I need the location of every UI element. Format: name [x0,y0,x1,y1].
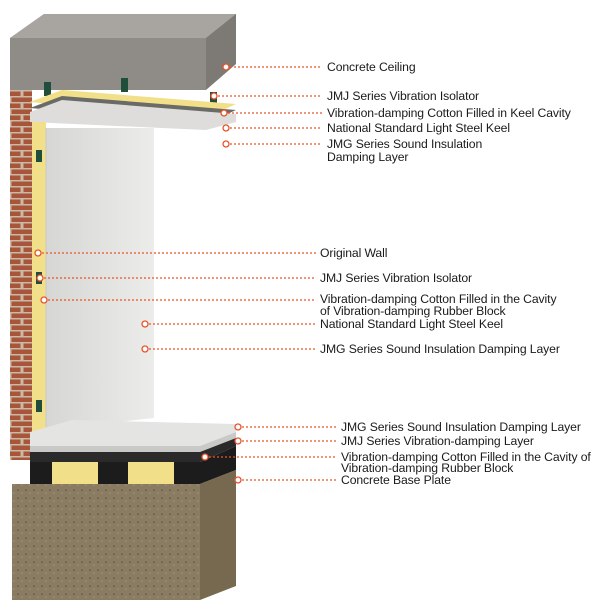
label-floor-cotton: Vibration-damping Cotton Filled in the C… [341,450,591,464]
label-wall-damping: JMG Series Sound Insulation Damping Laye… [320,342,560,356]
label-ceiling-keel: National Standard Light Steel Keel [327,121,510,135]
label-floor-cotton-line2: Vibration-damping Rubber Block [341,461,514,475]
label-floor-vibration-layer: JMJ Series Vibration-damping Layer [341,434,534,448]
label-wall-keel: National Standard Light Steel Keel [320,317,503,331]
floor-rubber-cotton [30,446,236,484]
label-concrete-ceiling: Concrete Ceiling [327,60,416,74]
floor-damping-layer [30,420,236,452]
label-wall-cotton-line2: of Vibration-damping Rubber Block [320,304,506,318]
concrete-ceiling [10,14,236,90]
concrete-base-plate [12,470,236,600]
label-original-wall: Original Wall [320,246,388,260]
label-ceiling-damping-line2: Damping Layer [327,150,409,164]
leader-lines [38,66,336,481]
label-ceiling-cotton: Vibration-damping Cotton Filled in Keel … [327,106,571,120]
original-wall [10,90,32,460]
wall-damping-panel [45,128,154,430]
ceiling-damping-layer [30,100,236,130]
label-concrete-base-plate: Concrete Base Plate [341,473,451,487]
label-floor-damping: JMG Series Sound Insulation Damping Laye… [341,420,581,434]
leader-dots [34,63,242,484]
label-wall-isolator: JMJ Series Vibration Isolator [320,271,472,285]
floor-vibration-layer [30,438,236,462]
label-ceiling-damping: JMG Series Sound Insulation [327,137,483,151]
label-ceiling-isolator: JMJ Series Vibration Isolator [327,89,479,103]
label-wall-cotton: Vibration-damping Cotton Filled in the C… [320,292,557,306]
